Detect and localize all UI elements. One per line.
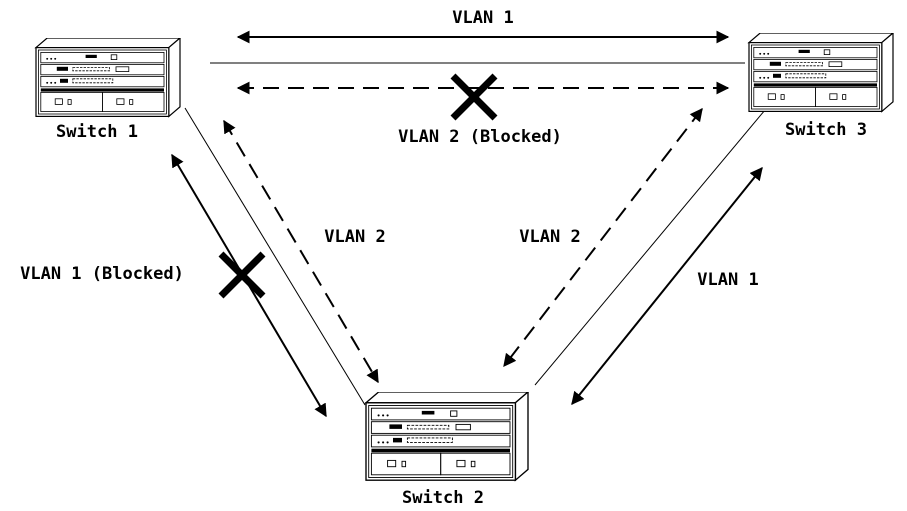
vlan2-arrow-s1-s2 [223,119,379,384]
blocked-x-icon [221,254,263,296]
switch-2-icon [365,392,529,481]
switch-2-label: Switch 2 [402,488,484,508]
vlan2-label-s1-s2: VLAN 2 [324,227,385,247]
trunk-link-s1-s2 [184,107,366,406]
blocked-x-icon [453,76,495,118]
switch-3-icon [748,33,894,113]
switch-3-label: Switch 3 [785,120,867,140]
vlan1-arrow-s3-s2 [571,166,763,406]
vlan2-blocked-label-s1-s3: VLAN 2 (Blocked) [398,127,562,147]
vlan2-label-s3-s2: VLAN 2 [519,227,580,247]
switch-1-icon [35,38,181,118]
vlan1-blocked-label-s1-s2: VLAN 1 (Blocked) [20,264,184,284]
trunk-link-s3-s2 [534,109,766,386]
vlan1-label-s1-s3: VLAN 1 [452,8,513,28]
switch-1-label: Switch 1 [56,122,138,142]
vlan1-label-s3-s2: VLAN 1 [697,270,758,290]
